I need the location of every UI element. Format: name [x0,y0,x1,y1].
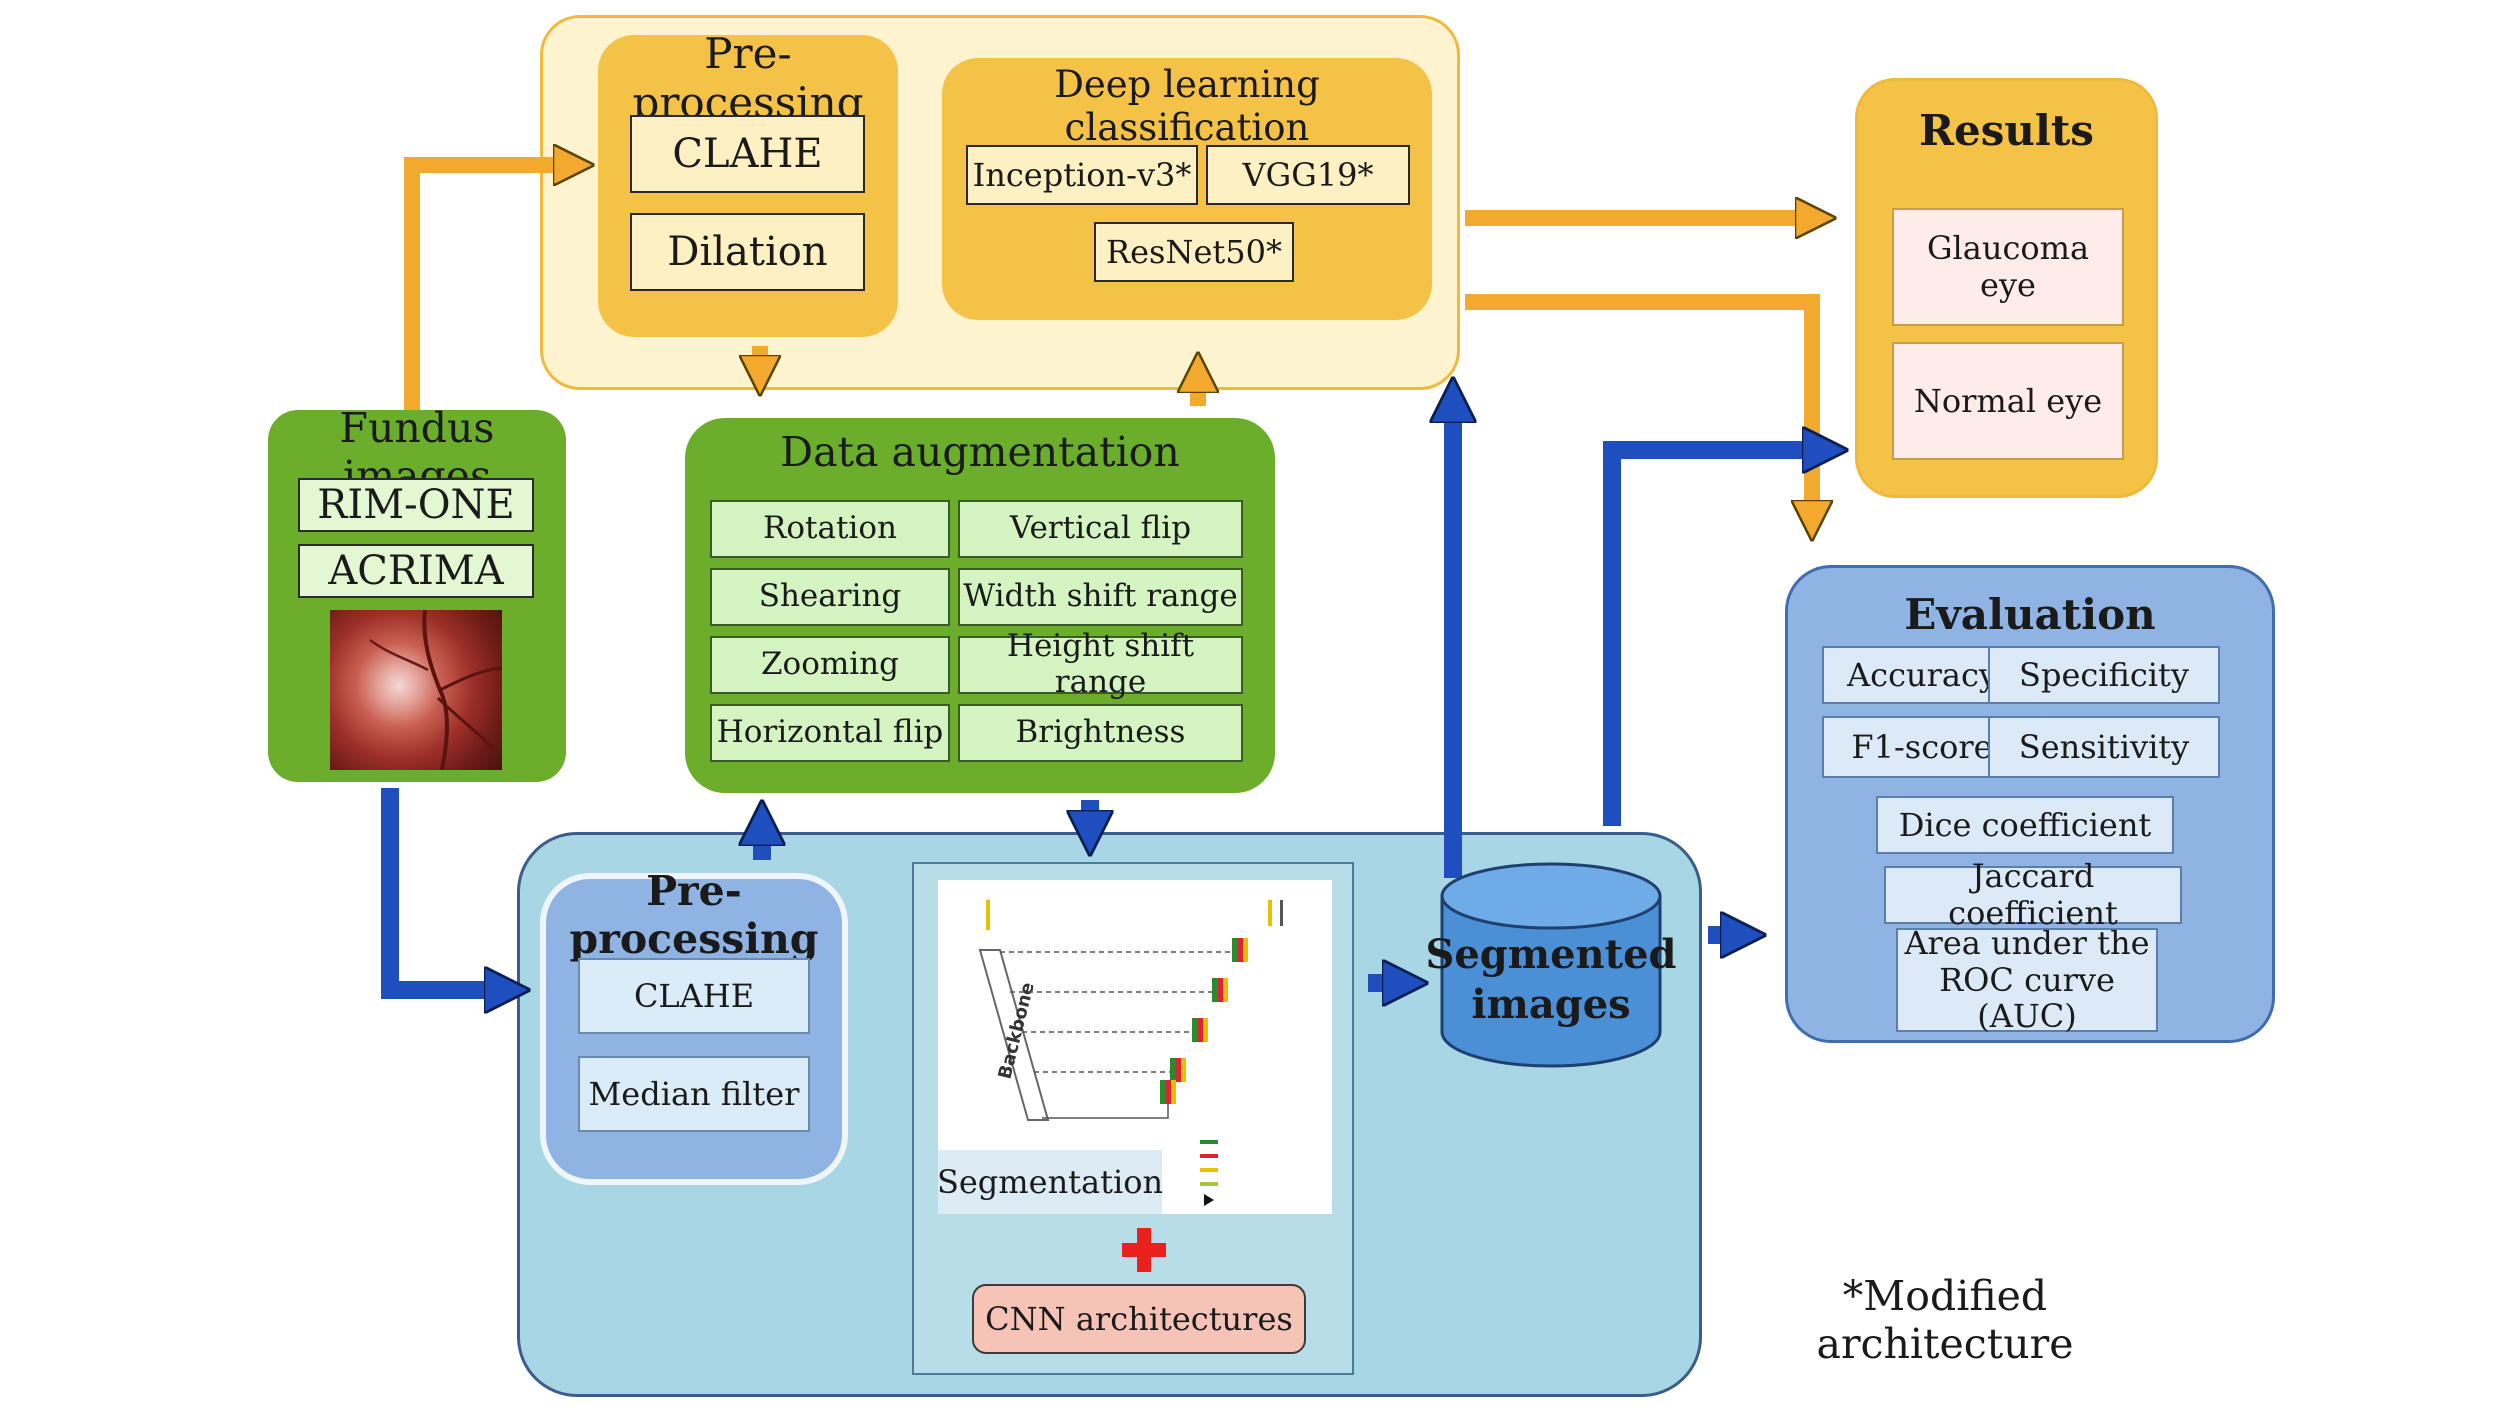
result-normal-eye: Normal eye [1892,342,2124,460]
aug-vertical-flip: Vertical flip [958,500,1243,558]
data-augmentation-title: Data augmentation [780,428,1180,476]
plus-icon [1122,1228,1166,1272]
metric-auc-line1: Area under the [1904,923,2150,962]
metric-auc-line2: ROC curve (AUC) [1939,960,2115,1036]
aug-zooming: Zooming [710,636,950,694]
arrow-classification-to-evaluation [1465,294,1812,525]
segmented-line2: images [1471,981,1631,1028]
aug-height-shift-range: Height shift range [958,629,1243,700]
model-vgg19: VGG19* [1206,145,1410,205]
dataset-rim-one: RIM-ONE [298,478,534,532]
aug-brightness: Brightness [958,704,1243,762]
metric-sensitivity: Sensitivity [1988,716,2220,778]
dataset-acrima: ACRIMA [298,544,534,598]
cnn-architectures-box: CNN architectures [972,1284,1306,1354]
step-clahe-top: CLAHE [630,115,865,193]
result-glaucoma-eye: Glaucoma eye [1892,208,2124,326]
preprocessing-bottom-title: Pre-processing [569,867,819,963]
preprocessing-top-title: Pre-processing [632,29,864,127]
classification-title: Deep learning classification [1054,62,1320,149]
metric-jaccard-coefficient: Jaccard coefficient [1884,858,2182,931]
step-clahe-bottom: CLAHE [578,958,810,1034]
segmented-line1: Segmented [1425,931,1677,978]
aug-horizontal-flip: Horizontal flip [710,704,950,762]
segmented-images-cylinder: Segmented images [1425,860,1677,1070]
segmentation-label: Segmentation [937,1150,1163,1214]
step-median-filter: Median filter [578,1056,810,1132]
aug-shearing: Shearing [710,568,950,626]
metric-dice-coefficient: Dice coefficient [1876,796,2174,854]
aug-rotation: Rotation [710,500,950,558]
model-resnet50: ResNet50* [1094,222,1294,282]
metric-specificity: Specificity [1988,646,2220,704]
fundus-image [330,610,502,770]
model-inception-v3: Inception-v3* [966,145,1198,205]
arrow-fundus-to-preprocessing-bottom [381,788,512,990]
results-title: Results [1919,105,2094,155]
step-dilation: Dilation [630,213,865,291]
blood-vessels-icon [369,610,502,770]
unet-diagram-icon: Backbone [978,900,1283,1206]
aug-width-shift-range: Width shift range [958,568,1243,626]
footnote: *Modified architecture [1816,1272,2074,1368]
database-icon [1440,862,1662,1068]
evaluation-title: Evaluation [1904,589,2156,639]
fundus-images-title: Fundus images [339,404,495,500]
metric-auc: Area under the ROC curve (AUC) [1896,923,2158,1035]
